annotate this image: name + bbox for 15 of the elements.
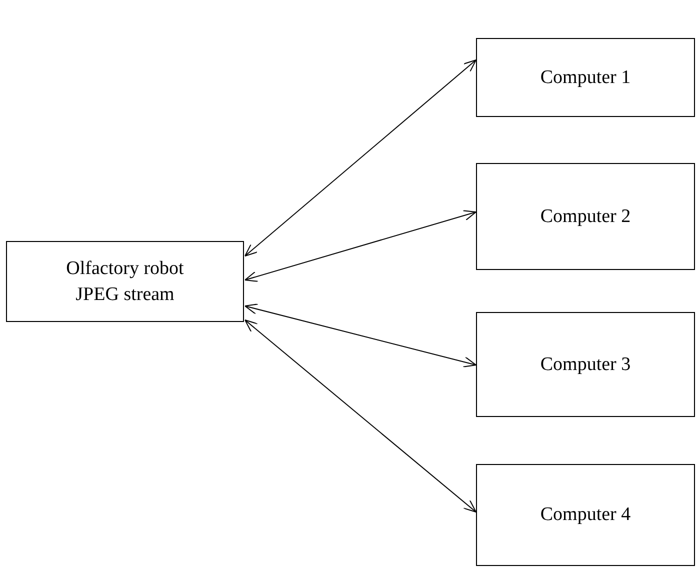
computer-box bbox=[476, 312, 695, 417]
double-arrow bbox=[244, 60, 476, 256]
node-label: Computer 3 bbox=[540, 352, 631, 376]
source-box bbox=[6, 241, 244, 322]
computer-box bbox=[476, 464, 695, 566]
node-label: Computer 4 bbox=[540, 503, 631, 527]
double-arrow bbox=[244, 304, 476, 368]
node-label: Computer 2 bbox=[540, 204, 631, 228]
double-arrow bbox=[244, 320, 476, 512]
node-label: Olfactory robot bbox=[66, 256, 184, 280]
computer-box bbox=[476, 163, 695, 270]
node-label: Computer 1 bbox=[540, 66, 631, 90]
double-arrow bbox=[244, 210, 476, 282]
computer-box bbox=[476, 38, 695, 117]
node-label: JPEG stream bbox=[76, 282, 174, 306]
